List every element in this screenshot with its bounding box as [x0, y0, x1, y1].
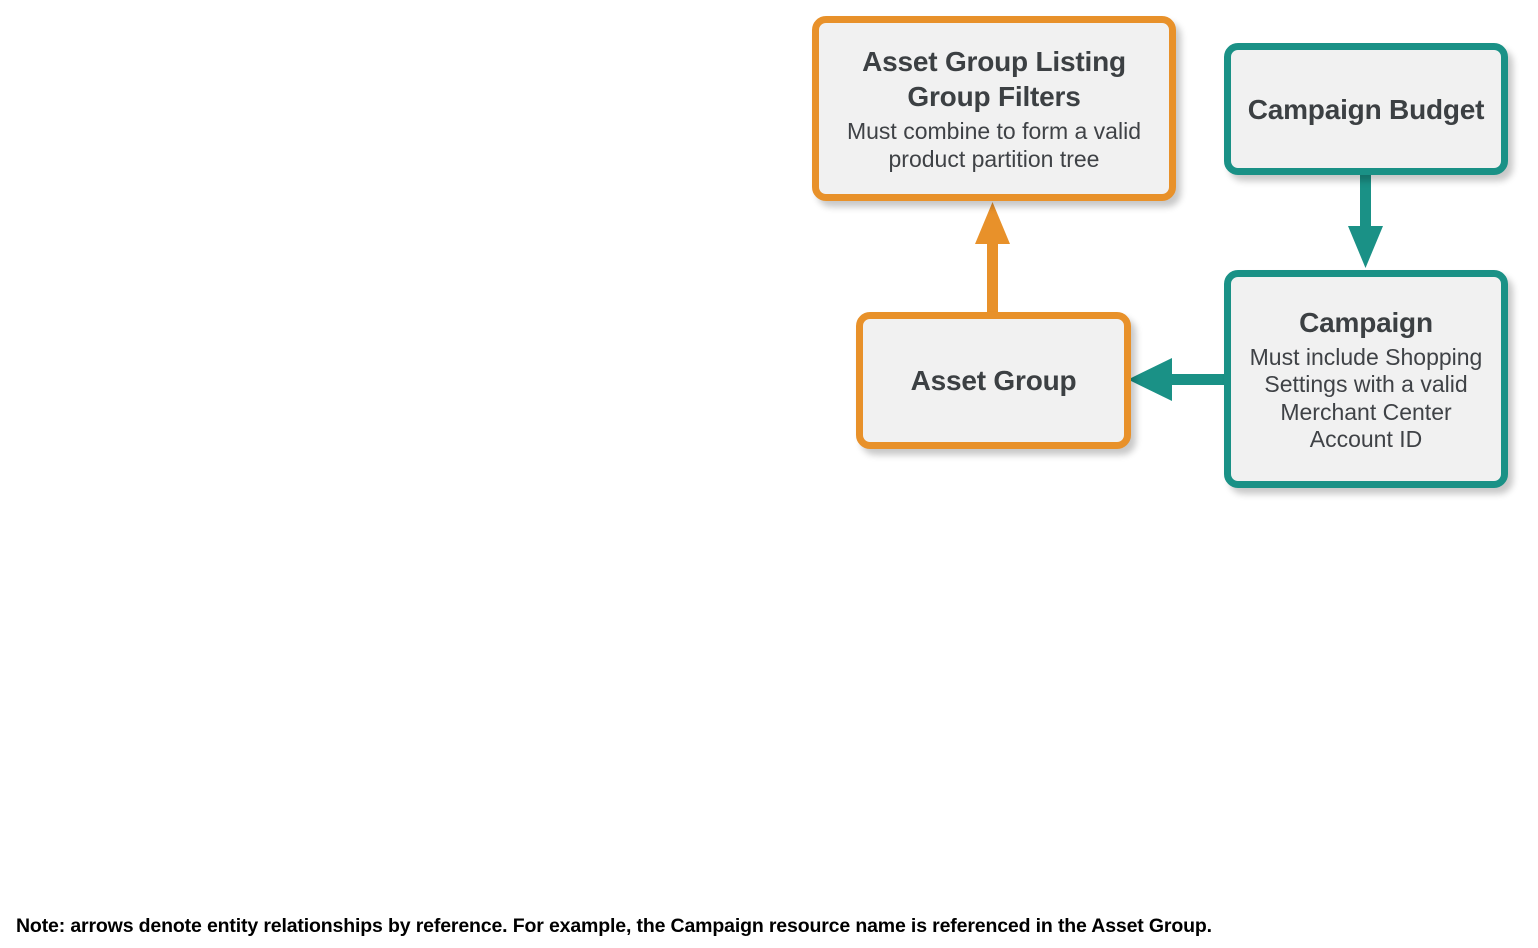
arrow-campaign-budget-to-campaign: [1348, 173, 1383, 268]
node-subtitle: Must combine to form a valid product par…: [846, 118, 1141, 172]
arrow-asset-group-to-listing-group-filters: [975, 202, 1010, 316]
node-campaign-budget[interactable]: Campaign Budget: [1224, 43, 1508, 175]
node-title: Campaign Budget: [1247, 93, 1485, 125]
arrow-campaign-to-asset-group: [1128, 358, 1228, 401]
node-asset-group[interactable]: Asset Group: [856, 312, 1131, 449]
node-asset-group-listing-group-filters[interactable]: Asset Group Listing Group Filters Must c…: [812, 16, 1176, 201]
node-subtitle: Must include Shopping Settings with a va…: [1249, 344, 1483, 452]
node-title: Asset Group: [910, 365, 1077, 396]
node-title: Campaign: [1299, 307, 1433, 339]
diagram-footnote: Note: arrows denote entity relationships…: [16, 915, 1212, 937]
node-campaign[interactable]: Campaign Must include Shopping Settings …: [1224, 270, 1508, 488]
node-title: Asset Group Listing Group Filters: [862, 46, 1126, 113]
